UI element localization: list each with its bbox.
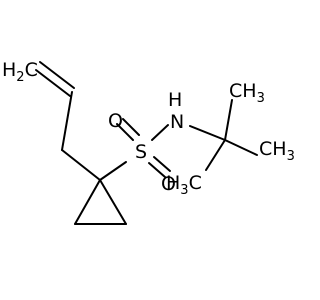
bond-vinyl-double-1 [35, 69, 71, 97]
bond-n-ctbu [189, 125, 226, 141]
label-n-h: H [168, 89, 182, 111]
label-o-top: O [108, 110, 123, 132]
bond-s-o-top-1 [116, 123, 134, 141]
structure-svg: H2C N H S O O CH3 CH3 H3C [2, 59, 295, 225]
bond-vinyl-double-2 [39, 61, 75, 89]
bond-s-o-bottom-1 [148, 162, 166, 178]
label-o-bottom: O [161, 173, 176, 195]
molecule-diagram: H2C N H S O O CH3 CH3 H3C [2, 59, 295, 225]
bond-s-n [151, 124, 169, 141]
bond-ch2-quaternary [61, 149, 101, 181]
bond-ring-right [99, 179, 127, 225]
bond-vinyl-ch-ch2 [61, 91, 73, 151]
label-s: S [135, 141, 147, 163]
label-h2c: H2C [2, 59, 38, 85]
bond-c-s [99, 161, 127, 181]
bond-ctbu-ch3-bottom [205, 139, 226, 171]
bond-ctbu-ch3-top [224, 99, 233, 141]
label-ch3-top: CH3 [229, 80, 265, 106]
bond-ring-left [74, 179, 101, 225]
label-h3c: H3C [166, 172, 202, 198]
bond-s-o-top-2 [122, 118, 140, 136]
label-n: N [170, 111, 184, 133]
bond-ctbu-ch3-right [224, 139, 258, 156]
label-ch3-right: CH3 [259, 138, 295, 164]
bond-s-o-bottom-2 [153, 156, 171, 172]
